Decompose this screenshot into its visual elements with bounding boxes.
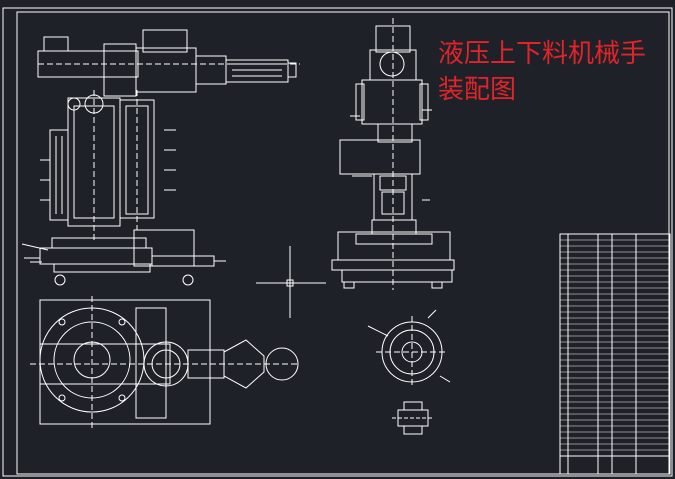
section-a-a[interactable] [367, 309, 451, 388]
parts-list-table[interactable] [559, 233, 671, 475]
inner-frame [16, 11, 670, 475]
side-view-assembly[interactable] [331, 18, 455, 290]
section-detail[interactable] [392, 401, 434, 435]
drawing-title: 液压上下料机械手 装配图 [438, 36, 672, 108]
drawing-title-line-1: 液压上下料机械手 [438, 39, 647, 69]
cad-crosshair [256, 246, 326, 318]
outer-frame [2, 7, 673, 477]
top-view-assembly[interactable] [30, 296, 300, 428]
front-view-assembly[interactable] [21, 29, 300, 286]
drawing-title-line-2: 装配图 [438, 75, 517, 105]
